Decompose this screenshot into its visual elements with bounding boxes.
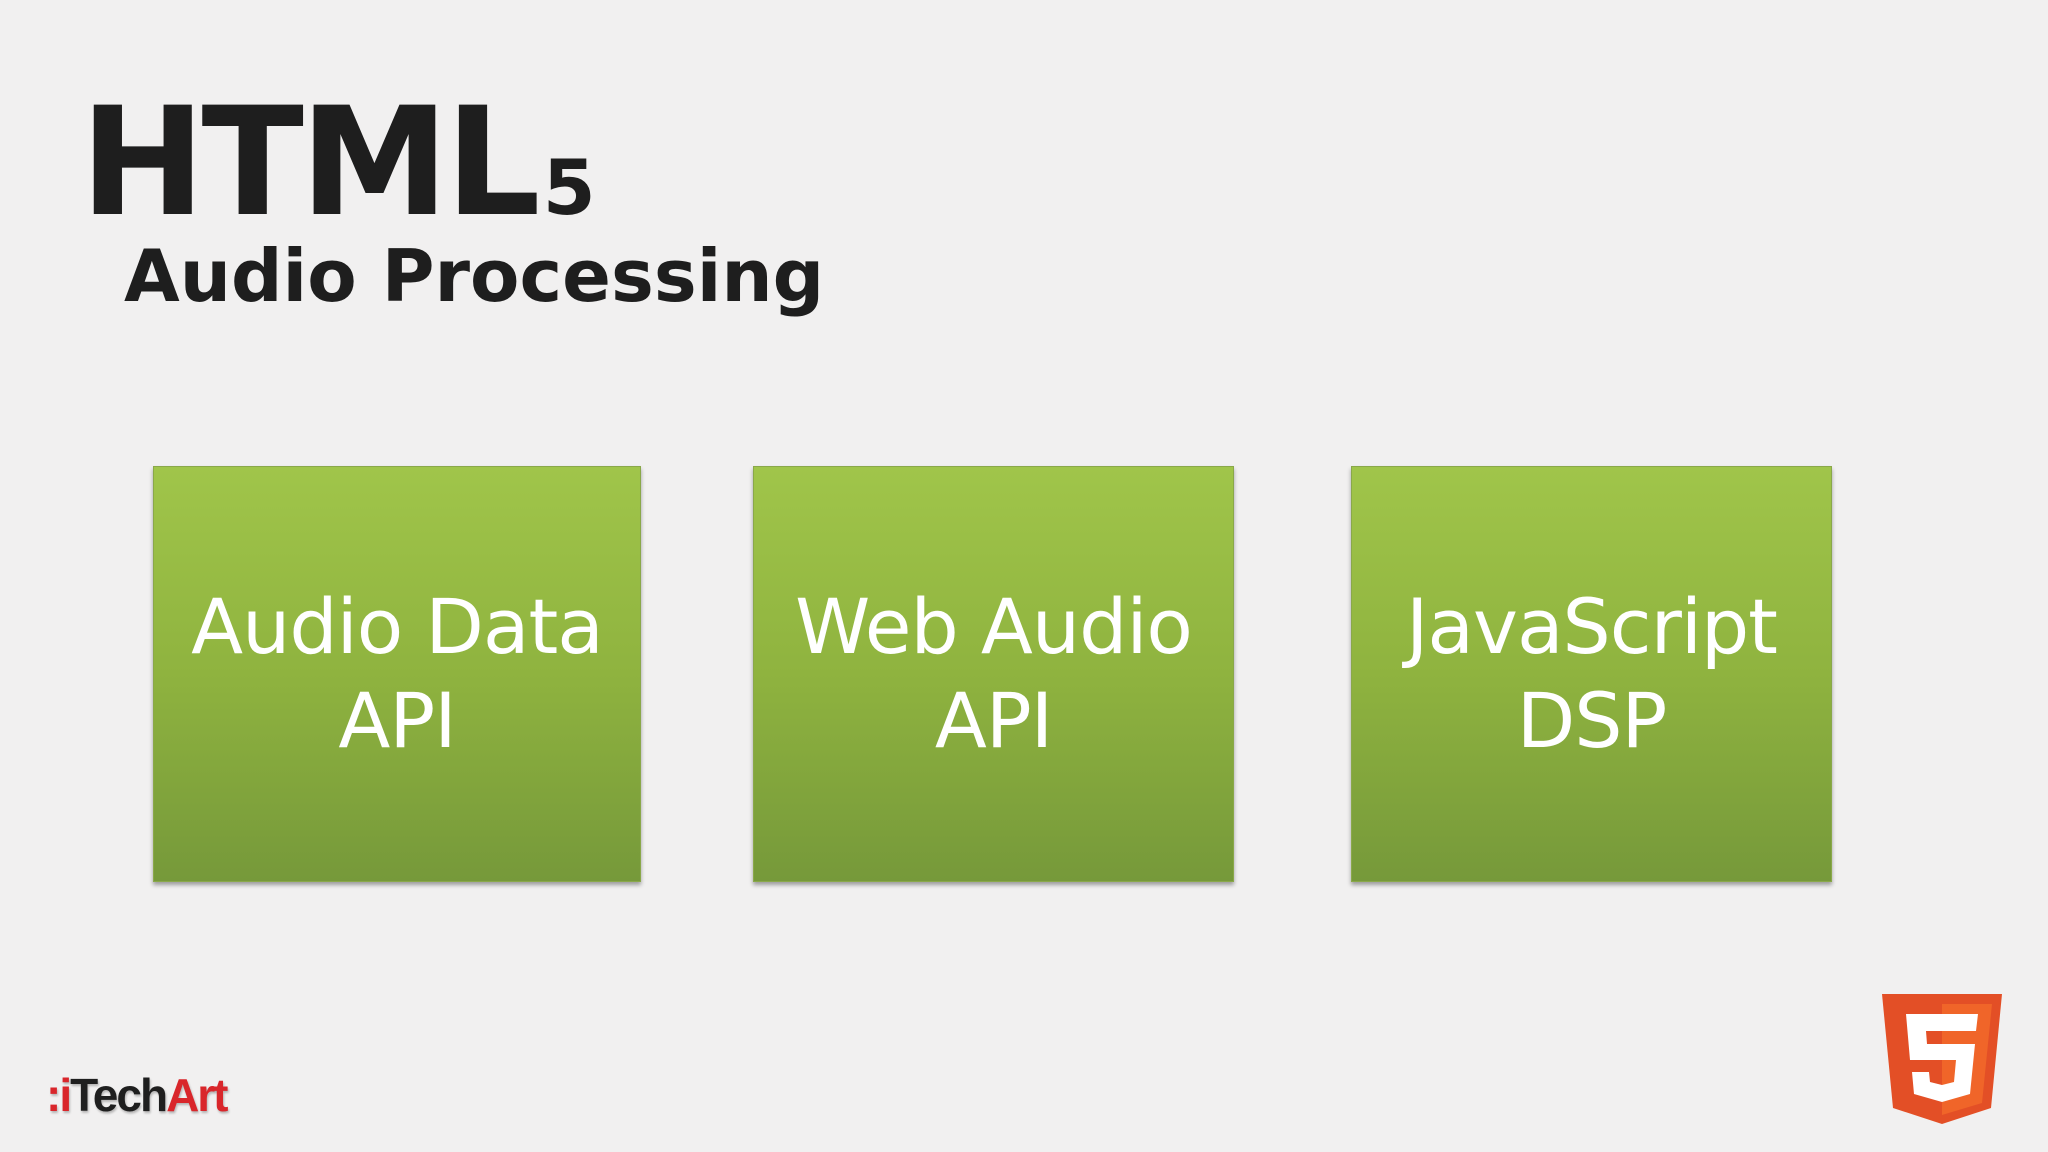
brand-tech: Tech [70, 1069, 168, 1121]
box-label-line1: JavaScript [1406, 582, 1778, 671]
box-label: JavaScript DSP [1406, 580, 1778, 768]
box-javascript-dsp: JavaScript DSP [1351, 466, 1832, 882]
box-label-line2: DSP [1516, 676, 1668, 765]
brand-colon: : [46, 1069, 61, 1121]
box-label: Audio Data API [191, 580, 604, 768]
brand-art: Art [166, 1069, 228, 1121]
slide-title: HTML5 [80, 88, 596, 238]
brand-i: i [59, 1069, 72, 1121]
title-version: 5 [542, 143, 596, 232]
box-label-line1: Audio Data [191, 582, 604, 671]
box-label: Web Audio API [795, 580, 1193, 768]
box-label-line2: API [338, 676, 456, 765]
box-web-audio-api: Web Audio API [753, 466, 1234, 882]
slide-subtitle: Audio Processing [124, 234, 825, 318]
box-label-line2: API [934, 676, 1053, 765]
html5-shield-icon [1882, 994, 2002, 1124]
itechart-logo: :iTechArt [46, 1069, 229, 1121]
box-label-line1: Web Audio [795, 582, 1193, 671]
title-text: HTML [80, 76, 541, 250]
box-audio-data-api: Audio Data API [153, 466, 641, 882]
